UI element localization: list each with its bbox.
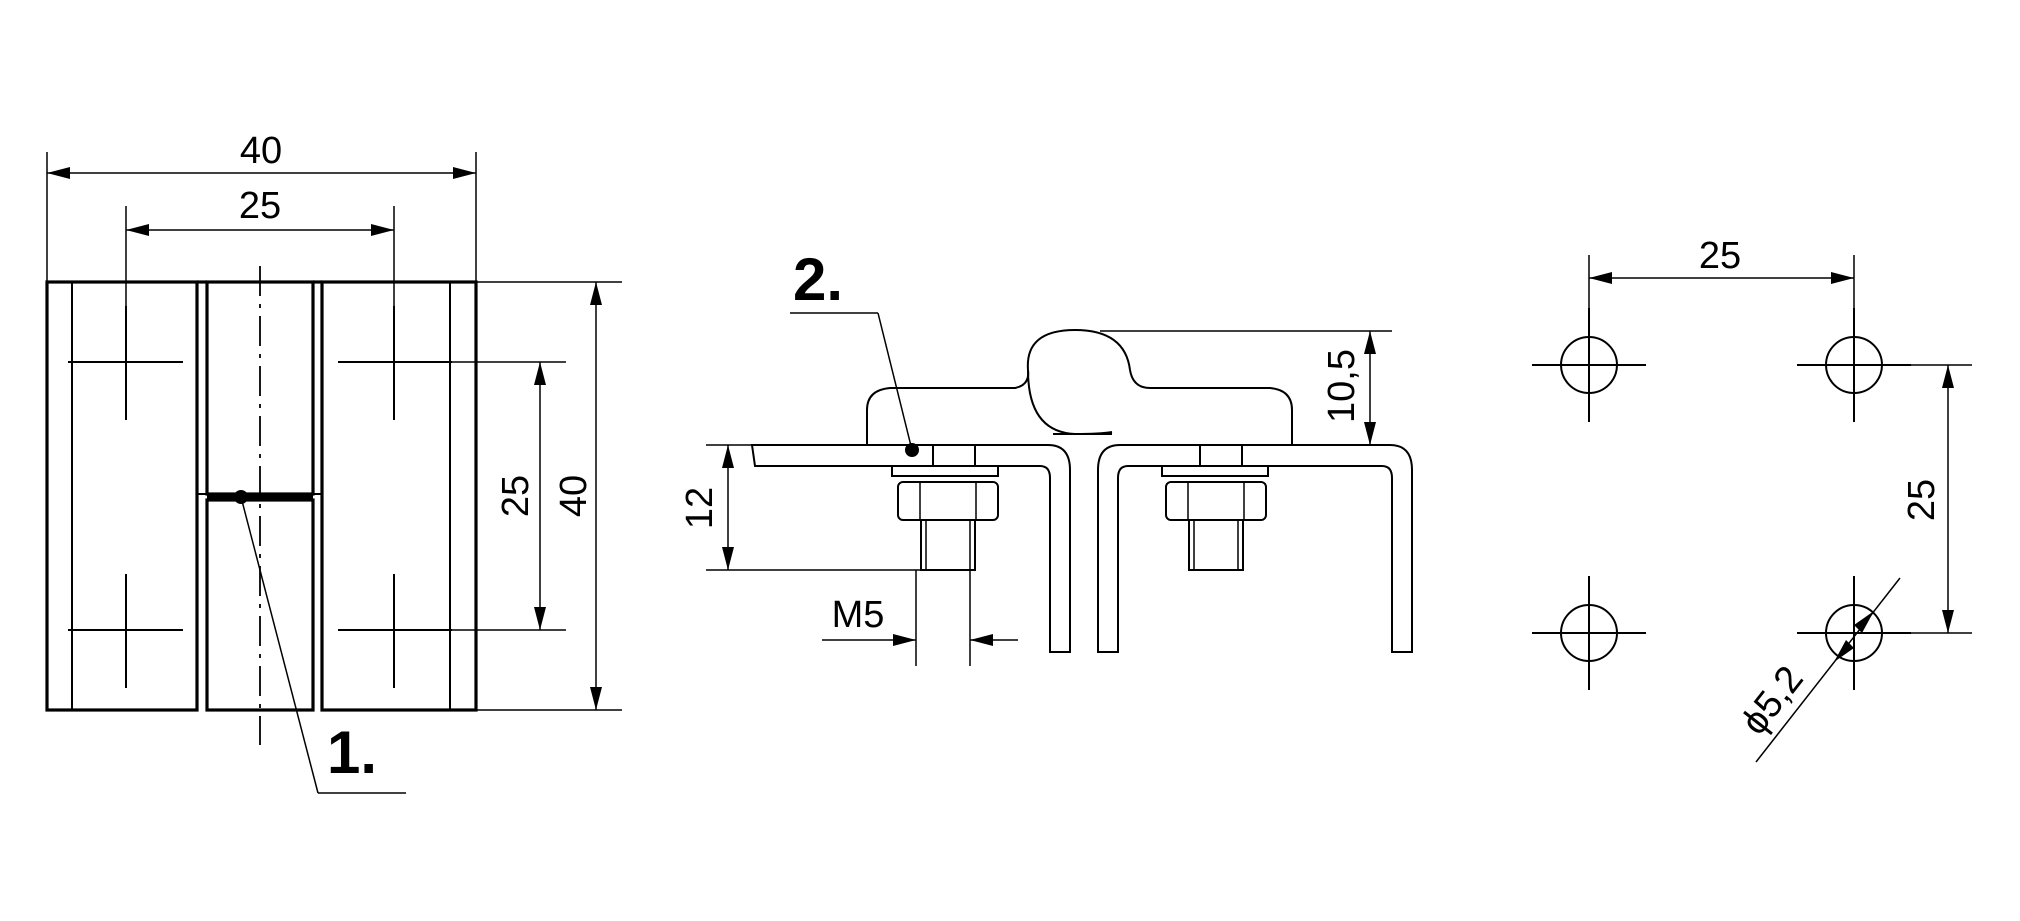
hole-bottom-right <box>1797 576 1911 690</box>
dim-width-outer-label: 40 <box>240 130 282 172</box>
right-bolt <box>1161 444 1269 571</box>
left-bolt <box>891 444 999 571</box>
callout-2-label: 2. <box>793 246 843 313</box>
mounting-hole-marks <box>68 306 452 688</box>
callout-1-label: 1. <box>327 719 377 786</box>
dim-height-outer-label: 40 <box>553 475 595 517</box>
dim-height-section-label: 10,5 <box>1321 349 1363 423</box>
knuckle-bottom <box>205 498 315 712</box>
callout-1: 1. <box>234 490 406 794</box>
hinge-body-outline <box>866 328 1293 445</box>
dim-plate-thickness: 12 <box>679 444 921 571</box>
left-leaf <box>45 280 199 712</box>
right-plate-section <box>1097 444 1413 653</box>
dim-hole-horizontal: 25 <box>1588 235 1855 308</box>
hole-pattern-view: 25 25 ϕ5,2 <box>1532 235 1972 763</box>
dim-width-inner: 25 <box>125 185 395 306</box>
dim-width-outer: 40 <box>46 130 477 282</box>
hole-top-left <box>1532 308 1646 422</box>
section-view: 10,5 12 M5 2. <box>679 246 1413 666</box>
callout-2: 2. <box>790 246 919 457</box>
dim-hole-horizontal-label: 25 <box>1699 235 1741 277</box>
front-view: 40 25 25 40 <box>45 130 622 794</box>
hole-top-right <box>1797 308 1911 422</box>
dim-thread: M5 <box>822 570 1018 666</box>
hole-bottom-left <box>1532 576 1646 690</box>
dim-height-inner: 25 <box>452 361 566 631</box>
dim-height-inner-label: 25 <box>495 475 537 517</box>
dim-hole-vertical: 25 <box>1901 364 1972 634</box>
dim-hole-diameter: ϕ5,2 <box>1733 577 1901 763</box>
right-leaf <box>320 280 478 712</box>
dim-plate-thickness-label: 12 <box>679 487 721 529</box>
dim-thread-label: M5 <box>832 594 885 636</box>
dim-height-outer: 40 <box>476 281 622 711</box>
dim-hole-vertical-label: 25 <box>1901 479 1943 521</box>
dim-width-inner-label: 25 <box>239 185 281 227</box>
dim-hole-diameter-label: ϕ5,2 <box>1733 658 1812 742</box>
dim-height-section: 10,5 <box>1100 330 1392 445</box>
